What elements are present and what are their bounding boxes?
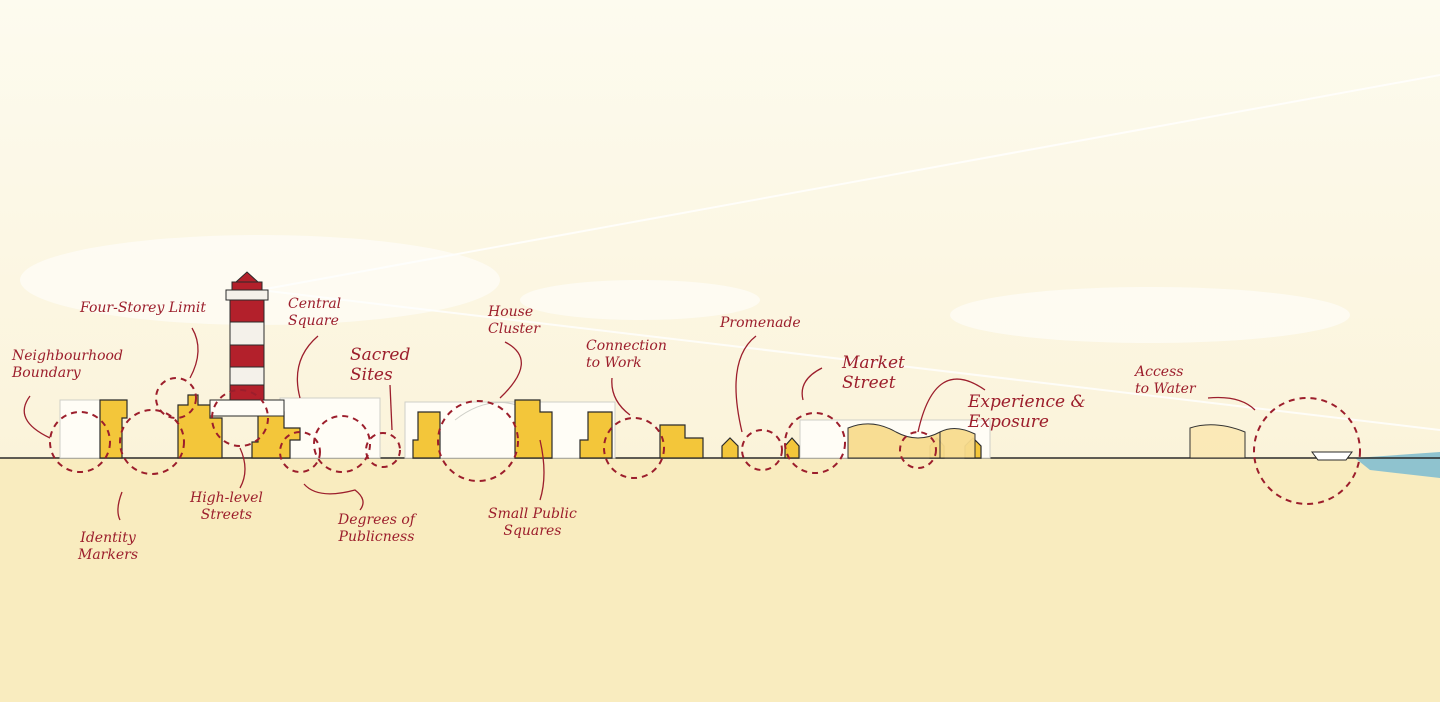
annotation-circles (49, 377, 1361, 505)
sight-lines (259, 74, 1440, 431)
label-market-street: Market Street (842, 353, 905, 393)
market-canopies (847, 423, 1246, 459)
label-neighbourhood-boundary: Neighbourhood Boundary (12, 348, 123, 381)
label-identity-markers: Identity Markers (78, 530, 139, 563)
label-house-cluster: House Cluster (488, 304, 540, 337)
label-high-level-streets: High-level Streets (190, 490, 263, 523)
label-connection-to-work: Connection to Work (586, 338, 667, 371)
background-clouds (20, 235, 1350, 343)
boat (1311, 451, 1353, 461)
label-four-storey-limit: Four-Storey Limit (80, 300, 206, 316)
leader-lines (23, 327, 1256, 521)
label-sacred-sites: Sacred Sites (350, 345, 411, 385)
lighthouse (209, 271, 285, 417)
label-small-public-squares: Small Public Squares (488, 506, 577, 539)
label-access-to-water: Access to Water (1135, 364, 1196, 397)
label-central-square: Central Square (288, 296, 342, 329)
label-experience-exposure: Experience & Exposure (968, 392, 1086, 432)
yellow-buildings (99, 394, 982, 459)
label-degrees-of-publicness: Degrees of Publicness (338, 512, 415, 545)
ground-section (0, 458, 1440, 702)
label-promenade: Promenade (720, 315, 801, 331)
